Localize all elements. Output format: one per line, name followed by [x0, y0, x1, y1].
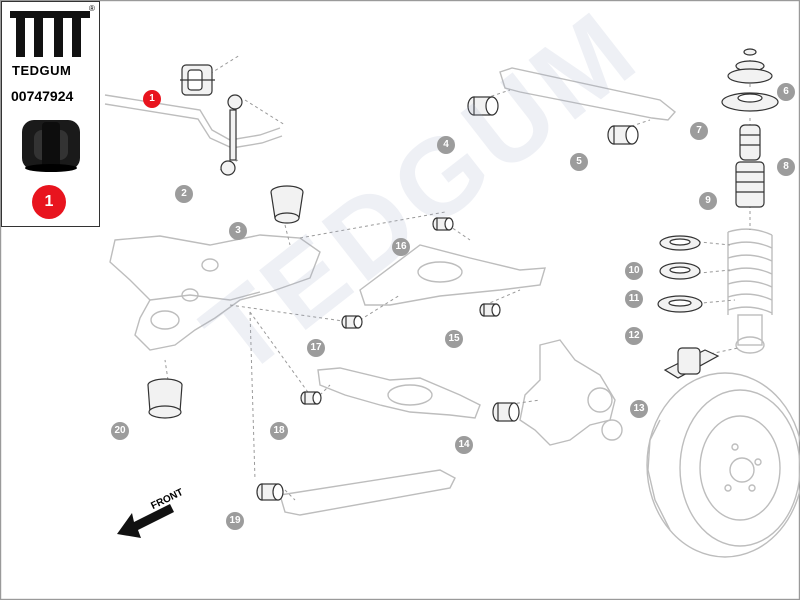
callout-16[interactable]: 16 — [392, 238, 410, 256]
callout-20[interactable]: 20 — [111, 422, 129, 440]
knuckle — [519, 339, 616, 446]
callout-7[interactable]: 7 — [690, 122, 708, 140]
part-8-bump-stop[interactable] — [739, 124, 761, 161]
part-9-dust-boot[interactable] — [735, 161, 765, 208]
part-3-bushing[interactable] — [270, 185, 304, 224]
front-arrow — [117, 504, 174, 538]
registered-mark: ® — [89, 4, 95, 13]
callout-15[interactable]: 15 — [445, 330, 463, 348]
part-number: 00747924 — [11, 88, 74, 104]
part-14-bushing[interactable] — [492, 402, 520, 422]
part-17-bushing[interactable] — [341, 315, 363, 329]
part-2-stabilizer-link[interactable] — [220, 94, 243, 176]
part-7-mount-plate[interactable] — [721, 92, 779, 112]
callout-3[interactable]: 3 — [229, 222, 247, 240]
callout-5[interactable]: 5 — [570, 153, 588, 171]
tedgum-logo-icon — [10, 11, 90, 57]
coil-spring — [727, 228, 773, 315]
callout-6[interactable]: 6 — [777, 83, 795, 101]
product-panel: ® TEDGUM 00747924 1 — [1, 1, 100, 227]
selected-part-badge: 1 — [32, 185, 66, 219]
subframe — [109, 234, 321, 351]
part-13-shock-bushing[interactable] — [663, 347, 720, 379]
brand-name: TEDGUM — [12, 63, 72, 78]
part-1-stabilizer-bushing[interactable] — [180, 64, 215, 96]
leader-lines — [164, 54, 751, 501]
shock-body — [737, 314, 763, 346]
callout-4[interactable]: 4 — [437, 136, 455, 154]
part-10-spring-seat[interactable] — [659, 235, 701, 251]
part-5-bushing[interactable] — [607, 125, 639, 145]
stabilizer-bar — [104, 94, 281, 141]
callout-13[interactable]: 13 — [630, 400, 648, 418]
callout-12[interactable]: 12 — [625, 327, 643, 345]
upper-arm-rear — [499, 67, 677, 121]
part-18-bushing[interactable] — [300, 391, 322, 405]
part-15-bushing[interactable] — [479, 303, 501, 317]
part-11-bearing[interactable] — [659, 262, 701, 280]
lower-arm — [317, 367, 481, 419]
wishbone — [359, 244, 546, 306]
callout-1[interactable]: 1 — [143, 90, 161, 108]
trailing-arm — [279, 469, 456, 516]
callout-18[interactable]: 18 — [270, 422, 288, 440]
part-6-strut-mount[interactable] — [727, 48, 773, 84]
callout-14[interactable]: 14 — [455, 436, 473, 454]
bushing-product-image — [22, 120, 80, 172]
callout-8[interactable]: 8 — [777, 158, 795, 176]
part-4-bushing[interactable] — [467, 96, 499, 116]
part-20-bushing[interactable] — [147, 378, 183, 419]
part-19-bushing[interactable] — [256, 483, 284, 501]
part-16-bushing[interactable] — [432, 217, 454, 231]
wheel — [646, 372, 800, 558]
callout-17[interactable]: 17 — [307, 339, 325, 357]
callout-9[interactable]: 9 — [699, 192, 717, 210]
callout-10[interactable]: 10 — [625, 262, 643, 280]
callout-19[interactable]: 19 — [226, 512, 244, 530]
callout-11[interactable]: 11 — [625, 290, 643, 308]
part-12-spring-seat[interactable] — [657, 295, 703, 313]
callout-2[interactable]: 2 — [175, 185, 193, 203]
